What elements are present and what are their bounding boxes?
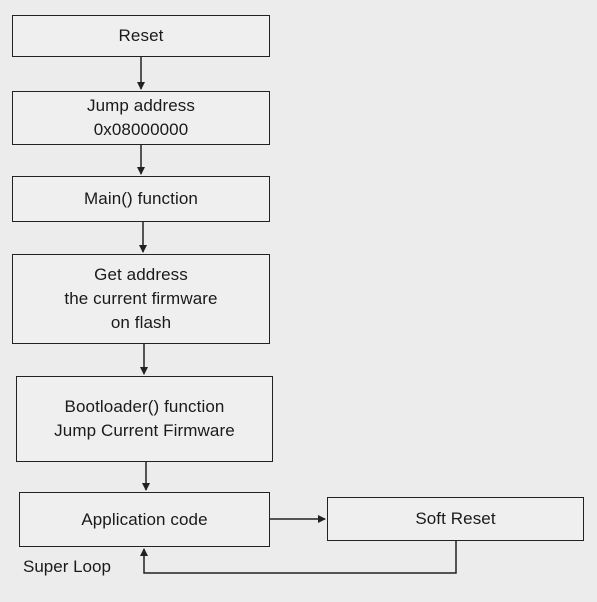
arrow-super-loop [140, 541, 457, 574]
application-code-box: Application code [19, 492, 270, 547]
get-address-line-3: on flash [110, 313, 172, 332]
main-function-label: Main() function [84, 189, 198, 208]
soft-reset-label: Soft Reset [415, 509, 496, 528]
main-function-box: Main() function [12, 176, 270, 222]
jump-address-label: Jump address [87, 96, 195, 115]
reset-label: Reset [118, 26, 164, 45]
get-address-box: Get address the current firmware on flas… [12, 254, 270, 344]
bootloader-line-1: Bootloader() function [64, 397, 225, 416]
application-code-label: Application code [81, 509, 208, 529]
bootloader-box: Bootloader() function Jump Current Firmw… [16, 376, 273, 462]
bootloader-line-2: Jump Current Firmware [54, 421, 235, 440]
soft-reset-box: Soft Reset [327, 497, 584, 541]
super-loop-label: Super Loop [23, 557, 111, 576]
get-address-line-1: Get address [94, 265, 188, 284]
reset-box: Reset [12, 15, 270, 57]
jump-address-box: Jump address 0x08000000 [12, 91, 270, 145]
get-address-line-2: the current firmware [64, 289, 218, 308]
jump-address-value: 0x08000000 [93, 120, 189, 139]
